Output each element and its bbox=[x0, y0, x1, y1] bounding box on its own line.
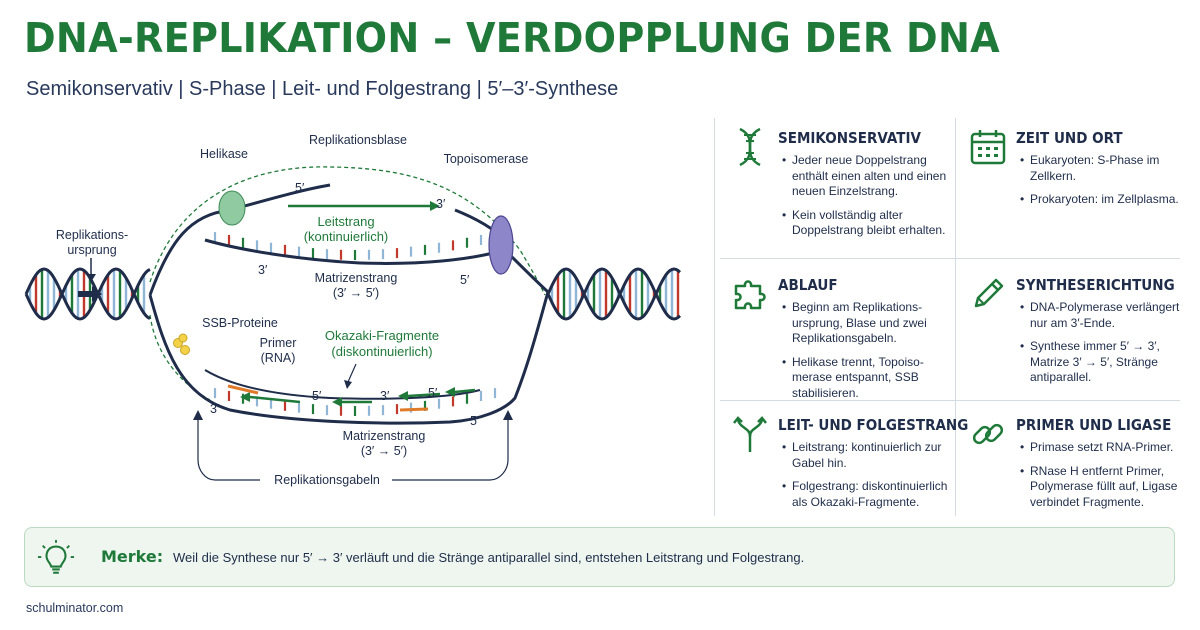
okazaki-label-2: (diskontinuierlich) bbox=[331, 344, 432, 359]
okazaki-arrow-head bbox=[398, 391, 408, 401]
end-label: 3′ bbox=[380, 389, 390, 403]
helix-backbone bbox=[24, 267, 151, 321]
forks-bracket bbox=[392, 415, 509, 481]
bubble-outline bbox=[149, 166, 546, 296]
forks-bracket bbox=[197, 415, 260, 481]
okazaki-arrow-head bbox=[445, 387, 455, 397]
page-title: DNA-REPLIKATION – VERDOPPLUNG DER DNA bbox=[24, 14, 1000, 62]
panel-item: Leitstrang: kontinuierlich zur Gabel hin… bbox=[782, 440, 962, 471]
puzzle-icon bbox=[734, 280, 766, 310]
helix-backbone bbox=[546, 267, 682, 321]
panel-title: ABLAUF bbox=[778, 276, 838, 294]
end-label: 5′ bbox=[312, 389, 322, 403]
helix-right bbox=[546, 267, 682, 321]
panel-title: ZEIT UND ORT bbox=[1016, 129, 1123, 147]
forks-bracket-head bbox=[503, 410, 513, 420]
merke-box: Merke: Weil die Synthese nur 5′ → 3′ ver… bbox=[24, 527, 1175, 587]
fork-arrow-icon bbox=[733, 416, 767, 452]
okazaki-label-1: Okazaki-Fragmente bbox=[325, 328, 439, 343]
origin-pointer-head bbox=[86, 274, 96, 282]
ssb-protein bbox=[178, 333, 188, 343]
panel-divider bbox=[714, 118, 715, 516]
panel-title: SEMIKONSERVATIV bbox=[778, 129, 921, 147]
ssb-label: SSB-Proteine bbox=[202, 316, 278, 330]
okazaki-fragment bbox=[249, 395, 301, 404]
template-top-label-1: Matrizenstrang bbox=[315, 271, 398, 285]
replication-diagram: Replikations- ursprung Helikase Replikat… bbox=[24, 133, 682, 487]
panel-item: Folgestrang: diskontinuierlich als Okaza… bbox=[782, 479, 962, 510]
panel-item: Eukaryoten: S-Phase im Zellkern. bbox=[1020, 153, 1200, 184]
panel-item: Helikase trennt, Topoiso-merase entspann… bbox=[782, 355, 962, 402]
topoisomerase-label: Topoisomerase bbox=[444, 152, 529, 166]
okazaki-arrow-head bbox=[240, 392, 250, 402]
lightbulb-icon bbox=[37, 539, 75, 574]
panel-item: Beginn am Replikations-ursprung, Blase u… bbox=[782, 300, 962, 347]
template-bottom-label-1: Matrizenstrang bbox=[343, 429, 426, 443]
panel-item: Prokaryoten: im Zellplasma. bbox=[1020, 192, 1200, 208]
link-icon bbox=[972, 423, 1004, 445]
origin-label-1: Replikations- bbox=[56, 228, 128, 242]
bubble-label: Replikationsblase bbox=[309, 133, 407, 147]
panel-title: LEIT- UND FOLGESTRANG bbox=[778, 416, 969, 434]
end-label: 3′ bbox=[210, 402, 220, 416]
helix-backbone bbox=[546, 267, 682, 321]
rna-primer bbox=[399, 407, 429, 412]
primer-label-1: Primer bbox=[260, 336, 297, 350]
end-label: 5′ bbox=[470, 414, 480, 428]
end-label: 5′ bbox=[428, 386, 438, 400]
template-top-label-2: (3′ → 5′) bbox=[333, 286, 379, 300]
panel-title: PRIMER UND LIGASE bbox=[1016, 416, 1172, 434]
pencil-icon bbox=[974, 278, 1004, 308]
origin-label-2: ursprung bbox=[67, 243, 116, 257]
ssb-protein bbox=[180, 345, 190, 355]
bottom-parental-strand bbox=[148, 291, 550, 425]
merke-label: Merke: bbox=[101, 547, 164, 566]
end-label: 3′ bbox=[436, 197, 446, 211]
template-strand-top bbox=[204, 238, 506, 265]
page-subtitle: Semikonservativ | S-Phase | Leit- und Fo… bbox=[26, 78, 619, 100]
leading-label-2: (kontinuierlich) bbox=[304, 229, 389, 244]
panel-item: Kein vollständig alter Doppelstrang blei… bbox=[782, 208, 962, 239]
panel-item: Primase setzt RNA-Primer. bbox=[1020, 440, 1200, 456]
panel-item: RNase H entfernt Primer, Polymerase füll… bbox=[1020, 464, 1200, 511]
panel-item: Jeder neue Doppelstrang enthält einen al… bbox=[782, 153, 962, 200]
forks-label: Replikationsgabeln bbox=[274, 473, 380, 487]
okazaki-pointer bbox=[347, 363, 357, 383]
leading-label-1: Leitstrang bbox=[317, 214, 374, 229]
top-strand-rungs bbox=[213, 232, 497, 260]
end-label: 5′ bbox=[460, 273, 470, 287]
calendar-icon bbox=[970, 130, 1006, 165]
panel-item: DNA-Polymerase verlängert nur am 3′-Ende… bbox=[1020, 300, 1200, 331]
topoisomerase-protein bbox=[488, 215, 514, 275]
panel-divider bbox=[720, 258, 1180, 259]
okazaki-fragment bbox=[407, 392, 441, 398]
panel-item: Synthese immer 5′ → 3′, Matrize 3′ → 5′,… bbox=[1020, 339, 1200, 386]
panel-title: SYNTHESERICHTUNG bbox=[1016, 276, 1175, 294]
okazaki-fragment bbox=[454, 388, 476, 394]
forks-bracket-head bbox=[193, 410, 203, 420]
leading-arrow-head bbox=[430, 201, 440, 211]
primer-label-2: (RNA) bbox=[261, 351, 296, 365]
helicase-protein bbox=[218, 190, 246, 226]
footer-text: schulminator.com bbox=[26, 601, 124, 615]
merke-text: Weil die Synthese nur 5′ → 3′ verläuft u… bbox=[173, 550, 805, 565]
end-label: 5′ bbox=[295, 181, 305, 195]
template-bottom-label-2: (3′ → 5′) bbox=[361, 444, 407, 458]
okazaki-arrow-head bbox=[332, 397, 342, 407]
dna-icon bbox=[739, 127, 761, 167]
bubble-outline-lower bbox=[149, 314, 211, 401]
helicase-label: Helikase bbox=[200, 147, 248, 161]
okazaki-pointer-head bbox=[344, 380, 352, 389]
end-label: 3′ bbox=[258, 263, 268, 277]
origin-direction-arrow bbox=[78, 286, 102, 302]
rna-primer bbox=[227, 384, 259, 395]
bottom-new-strand bbox=[204, 369, 481, 400]
